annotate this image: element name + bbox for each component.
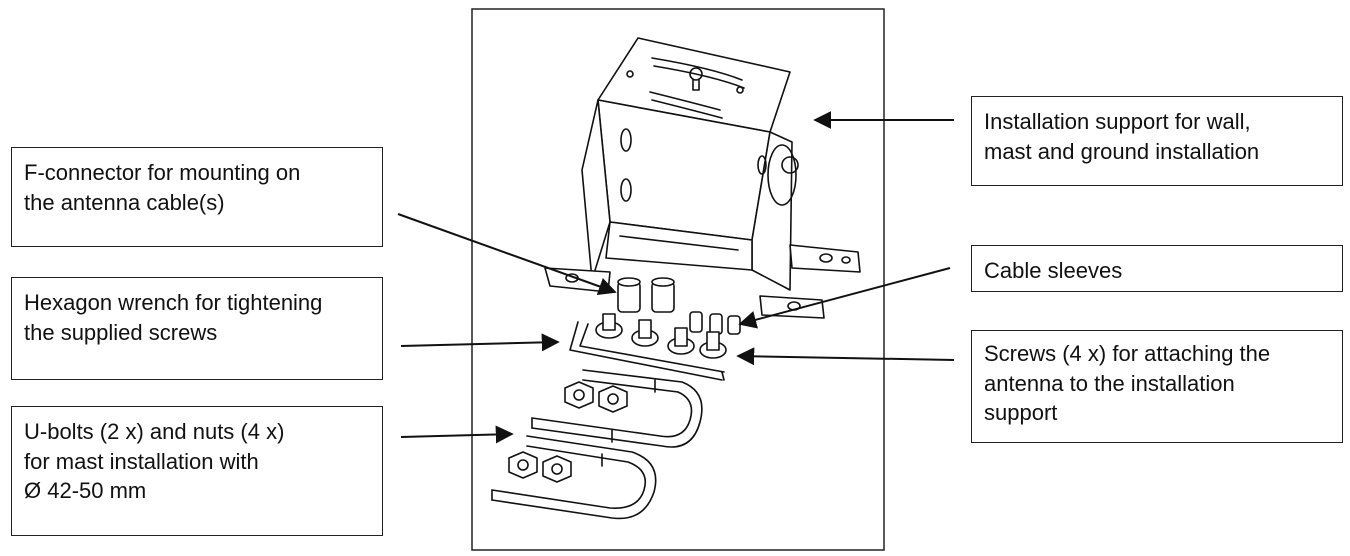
arrow-f-connector [397, 213, 617, 295]
callout-screws-line-3: support [984, 400, 1058, 426]
callout-f-connector-line-2: the antenna cable(s) [24, 189, 225, 215]
arrow-hex-wrench [400, 333, 560, 352]
callout-screws-line-2: antenna to the installation [984, 370, 1235, 396]
nuts-drawing [508, 381, 628, 483]
callout-u-bolts-line-3: Ø 42-50 mm [24, 478, 147, 504]
callout-hex-wrench-line-1: Hexagon wrench for tightening [24, 290, 323, 315]
cable-sleeves-drawing [689, 311, 741, 335]
u-bolts-drawing [491, 369, 703, 520]
callout-install-support-line-2: mast and ground installation [984, 138, 1260, 164]
callout-screws: Screws (4 x) for attaching the antenna t… [971, 330, 1343, 443]
callout-u-bolts: U-bolts (2 x) and nuts (4 x) for mast in… [11, 406, 383, 536]
f-connector-drawing [617, 277, 675, 313]
callout-hex-wrench: Hexagon wrench for tightening the suppli… [11, 277, 383, 380]
installation-support-drawing [544, 37, 861, 319]
callout-install-support: Installation support for wall, mast and … [971, 96, 1343, 186]
arrow-u-bolts [400, 425, 514, 444]
callout-hex-wrench-line-2: the supplied screws [24, 319, 218, 345]
callout-cable-sleeves: Cable sleeves [971, 245, 1343, 292]
leader-arrows [397, 111, 955, 444]
callout-f-connector: F-connector for mounting on the antenna … [11, 147, 383, 247]
arrow-cable-sleeves [738, 267, 951, 329]
callout-u-bolts-line-1: U-bolts (2 x) and nuts (4 x) [24, 419, 285, 444]
hexagon-wrench-drawing [569, 321, 725, 381]
callout-screws-line-1: Screws (4 x) for attaching the [984, 341, 1271, 366]
callout-u-bolts-line-2: for mast installation with [24, 448, 259, 474]
callout-cable-sleeves-line-1: Cable sleeves [984, 258, 1123, 283]
arrow-screws [736, 347, 955, 366]
screws-drawing [595, 313, 727, 359]
callout-install-support-line-1: Installation support for wall, [984, 109, 1251, 134]
callout-f-connector-line-1: F-connector for mounting on [24, 160, 301, 185]
